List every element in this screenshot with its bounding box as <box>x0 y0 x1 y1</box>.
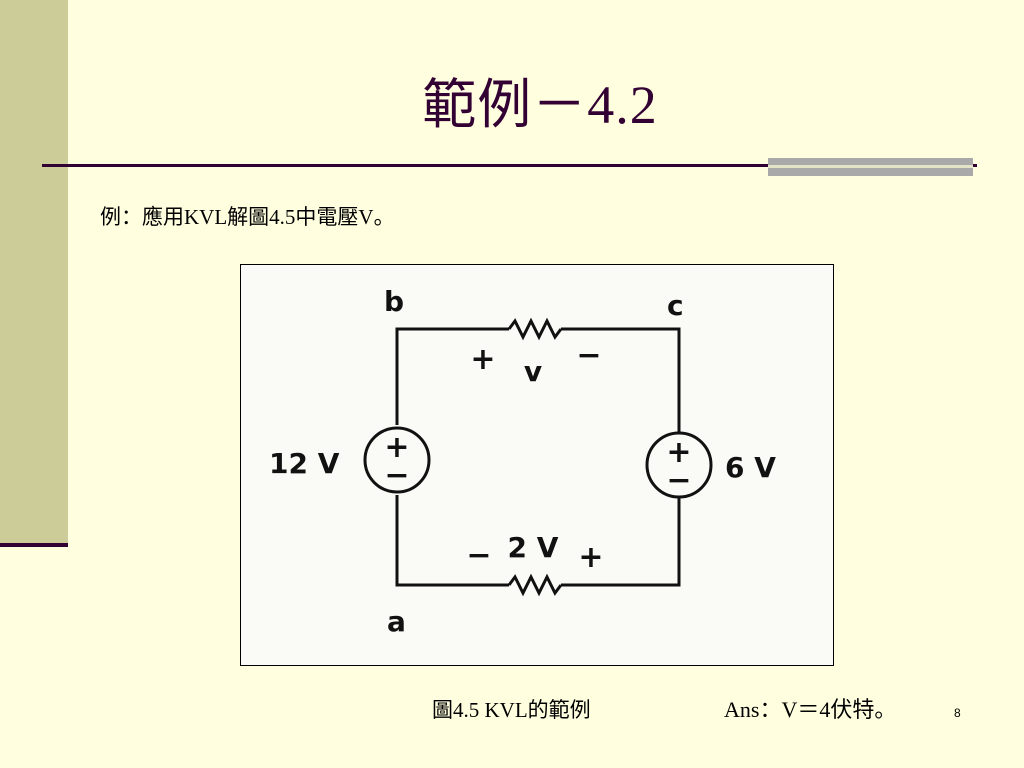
page-number: 8 <box>954 706 961 720</box>
node-b-label: b <box>384 285 404 318</box>
bottom-resistor <box>507 573 563 597</box>
bottom-2v-label: 2 V <box>508 531 559 564</box>
top-minus-label: − <box>576 338 601 373</box>
title-divider <box>42 164 977 167</box>
left-voltage-source <box>363 426 431 494</box>
slide-title: 範例－4.2 <box>422 75 658 135</box>
node-a-label: a <box>387 605 406 638</box>
right-source-minus: − <box>666 463 691 498</box>
right-source-value: 6 V <box>725 451 776 484</box>
divider-accent <box>768 158 973 178</box>
top-v-label: v <box>524 355 542 388</box>
left-decor-bar <box>0 0 68 543</box>
circuit-wires <box>363 317 713 597</box>
bottom-plus-label: + <box>578 540 603 575</box>
answer-text: Ans：V＝4伏特。 <box>724 697 897 722</box>
circuit-diagram: + − + − b c a + v − − 2 V + 12 V 6 V <box>269 285 776 638</box>
left-source-minus: − <box>384 458 409 493</box>
figure-caption: 圖4.5 KVL的範例 <box>432 698 591 722</box>
right-voltage-source <box>645 431 713 499</box>
node-c-label: c <box>667 289 684 322</box>
bottom-minus-label: − <box>466 538 491 573</box>
top-plus-label: + <box>470 342 495 377</box>
left-source-value: 12 V <box>269 447 340 480</box>
left-decor-line <box>0 543 68 547</box>
right-source-plus: + <box>666 435 691 470</box>
circuit-figure: + − + − b c a + v − − 2 V + 12 V 6 V <box>240 264 834 666</box>
top-resistor <box>507 317 563 341</box>
problem-statement: 例：應用KVL解圖4.5中電壓V。 <box>100 205 395 229</box>
left-source-plus: + <box>384 430 409 465</box>
